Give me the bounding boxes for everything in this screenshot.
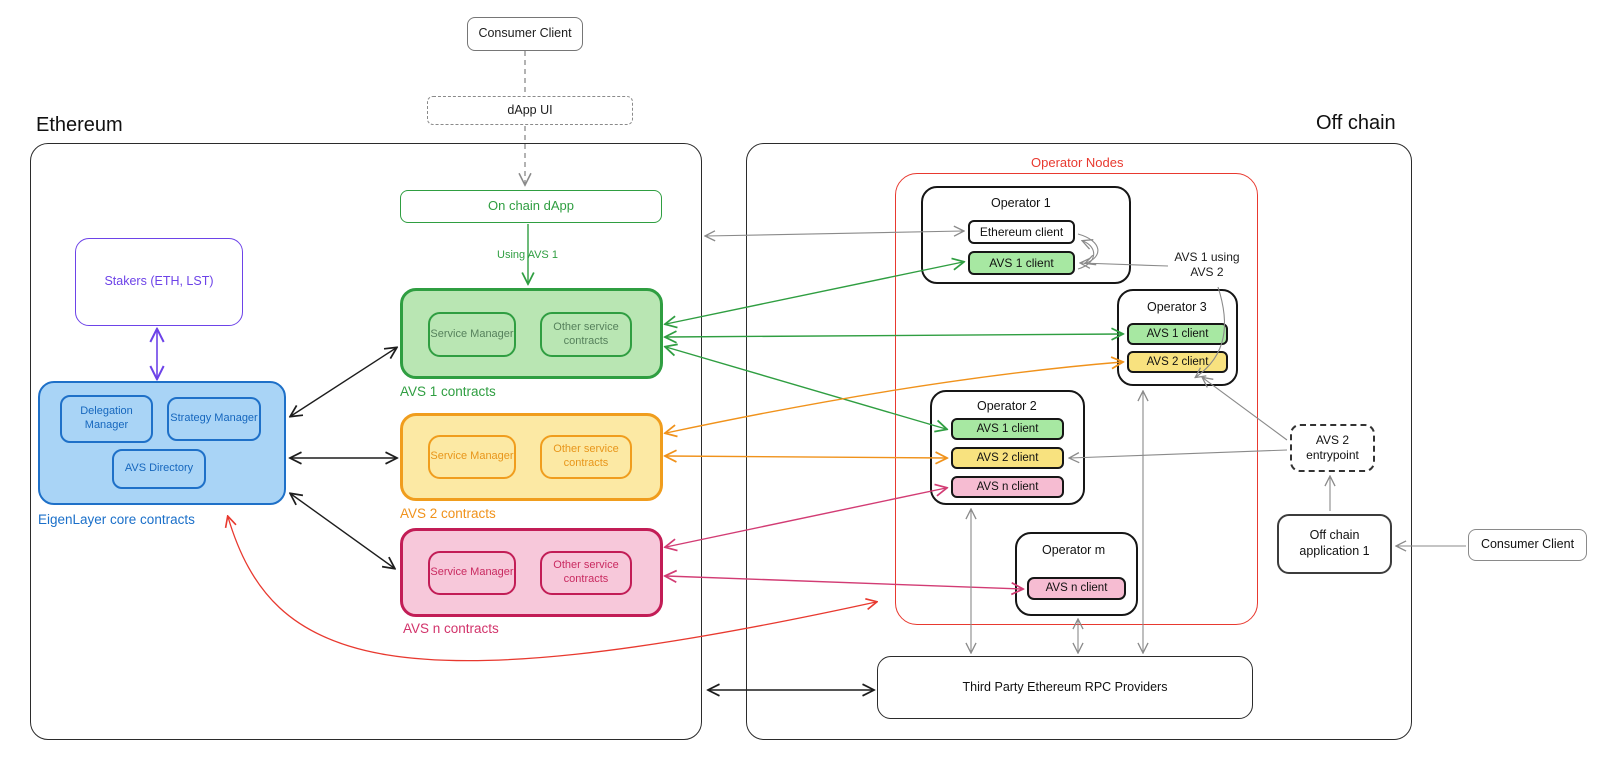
stakers-box: Stakers (ETH, LST)	[75, 238, 243, 326]
onchain-dapp-box: On chain dApp	[400, 190, 662, 223]
dapp-ui-label: dApp UI	[507, 102, 553, 117]
delegation-manager-box: Delegation Manager	[60, 395, 153, 443]
avs2-service-manager-box: Service Manager	[428, 435, 516, 479]
eigenlayer-core-label: EigenLayer core contracts	[38, 512, 195, 527]
operatorm-avsn-client: AVS n client	[1027, 577, 1126, 600]
rpc-providers-box: Third Party Ethereum RPC Providers	[877, 656, 1253, 719]
avsn-service-manager-box: Service Manager	[428, 551, 516, 595]
rpc-providers-label: Third Party Ethereum RPC Providers	[962, 679, 1168, 694]
operator1-avs1-client: AVS 1 client	[968, 251, 1075, 275]
avs2-entrypoint-box: AVS 2 entrypoint	[1290, 424, 1375, 472]
onchain-dapp-label: On chain dApp	[487, 198, 574, 214]
operator3-avs2-client: AVS 2 client	[1127, 351, 1228, 373]
ethereum-container	[30, 143, 702, 740]
avs1-other-contracts-label: Other service contracts	[553, 320, 619, 347]
stakers-label: Stakers (ETH, LST)	[104, 274, 214, 289]
operatorm-avsn-client-label: AVS n client	[1045, 582, 1108, 595]
dapp-ui-box: dApp UI	[427, 96, 633, 125]
avs1-other-contracts-box: Other service contracts	[540, 312, 632, 357]
avs-directory-box: AVS Directory	[112, 449, 206, 489]
operator3-avs1-client-label: AVS 1 client	[1146, 327, 1209, 340]
using-avs1-label: Using AVS 1	[497, 249, 558, 261]
avs2-service-manager-label: Service Manager	[430, 450, 514, 463]
operator3-avs1-client: AVS 1 client	[1127, 323, 1228, 345]
avsn-other-contracts-label: Other service contracts	[553, 559, 619, 585]
avs-directory-label: AVS Directory	[124, 462, 194, 475]
avsn-other-contracts-box: Other service contracts	[540, 551, 632, 595]
strategy-manager-label: Strategy Manager	[170, 412, 258, 425]
operator2-avs1-client: AVS 1 client	[951, 418, 1064, 440]
operator-nodes-label: Operator Nodes	[1031, 155, 1124, 170]
offchain-title: Off chain	[1316, 112, 1396, 134]
operator1-ethereum-client-label: Ethereum client	[979, 224, 1064, 239]
operator1-title: Operator 1	[991, 196, 1051, 210]
operator2-avsn-client-label: AVS n client	[976, 480, 1039, 493]
operator2-avs2-client: AVS 2 client	[951, 447, 1064, 469]
avs2-other-contracts-label: Other service contracts	[553, 443, 619, 469]
ethereum-title: Ethereum	[36, 114, 123, 136]
consumer-client-right-box: Consumer Client	[1468, 529, 1587, 561]
operator1-ethereum-client: Ethereum client	[968, 220, 1075, 244]
operator2-title: Operator 2	[977, 399, 1037, 413]
strategy-manager-box: Strategy Manager	[167, 397, 261, 441]
operator2-avsn-client: AVS n client	[951, 476, 1064, 498]
operator2-avs1-client-label: AVS 1 client	[976, 422, 1039, 435]
operator3-title: Operator 3	[1147, 300, 1207, 314]
operatorm-title: Operator m	[1042, 543, 1106, 557]
operator3-avs2-client-label: AVS 2 client	[1146, 355, 1209, 368]
consumer-client-top-label: Consumer Client	[478, 26, 572, 41]
offchain-container	[746, 143, 1412, 740]
avs1-contracts-label: AVS 1 contracts	[400, 384, 496, 399]
avsn-service-manager-label: Service Manager	[430, 566, 514, 579]
offchain-application-label: Off chain application 1	[1299, 528, 1370, 558]
avs2-contracts-label: AVS 2 contracts	[400, 506, 496, 521]
avs1-using-avs2-annotation: AVS 1 using AVS 2	[1174, 250, 1240, 279]
operatorm-box	[1015, 532, 1138, 616]
avs2-entrypoint-label: AVS 2 entrypoint	[1306, 433, 1359, 462]
avs1-service-manager-label: Service Manager	[430, 327, 514, 340]
avs1-service-manager-box: Service Manager	[428, 312, 516, 357]
delegation-manager-label: Delegation Manager	[80, 405, 133, 431]
operator2-avs2-client-label: AVS 2 client	[976, 451, 1039, 464]
operator1-avs1-client-label: AVS 1 client	[989, 255, 1054, 270]
consumer-client-right-label: Consumer Client	[1480, 537, 1575, 552]
avsn-contracts-label: AVS n contracts	[403, 621, 499, 636]
avs2-other-contracts-box: Other service contracts	[540, 435, 632, 479]
offchain-application-box: Off chain application 1	[1277, 514, 1392, 574]
consumer-client-top-box: Consumer Client	[467, 17, 583, 51]
